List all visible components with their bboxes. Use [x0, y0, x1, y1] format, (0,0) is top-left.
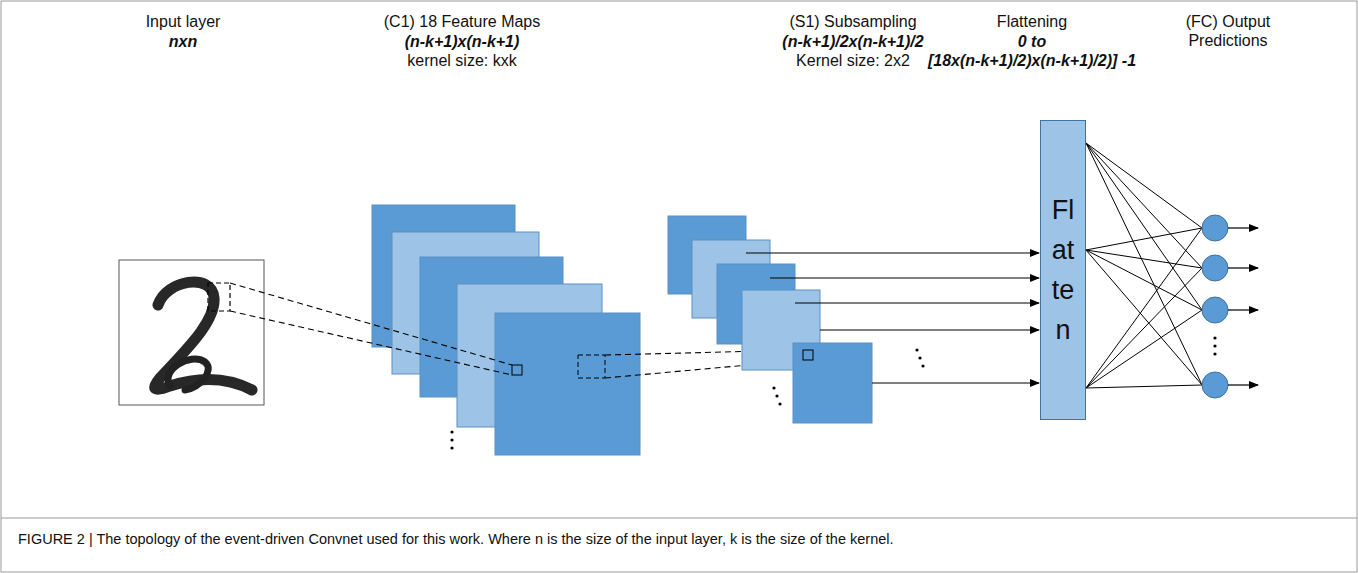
column-label: (n-k+1)x(n-k+1): [405, 32, 520, 51]
node-text: Flatten: [1050, 190, 1077, 350]
column-label: (S1) Subsampling: [789, 12, 916, 31]
column-label: (n-k+1)/2x(n-k+1)/2: [782, 32, 923, 51]
figure-caption: FIGURE 2 | The topology of the event-dri…: [18, 530, 1338, 548]
column-label: (FC) Output Predictions: [1173, 12, 1283, 50]
dense-connections: [1086, 143, 1202, 388]
column-label: [18x(n-k+1)/2)x(n-k+1)/2)] -1: [928, 51, 1136, 70]
column-label: 0 to: [1018, 32, 1046, 51]
column-label: (C1) 18 Feature Maps: [384, 12, 541, 31]
output-neurons: [1202, 215, 1258, 398]
column-label: Input layer: [146, 12, 221, 31]
column-label: nxn: [169, 32, 197, 51]
caption-rule: [1, 518, 1357, 519]
input-image: [119, 260, 264, 405]
subsampling-maps: [668, 216, 872, 423]
column-label: Flattening: [997, 12, 1067, 31]
column-label: Kernel size: 2x2: [796, 51, 910, 70]
flatten-inputs: [746, 253, 1039, 383]
flatten-box: Flatten: [1040, 120, 1086, 420]
column-label: kernel size: kxk: [407, 51, 516, 70]
feature-maps: [372, 205, 640, 455]
